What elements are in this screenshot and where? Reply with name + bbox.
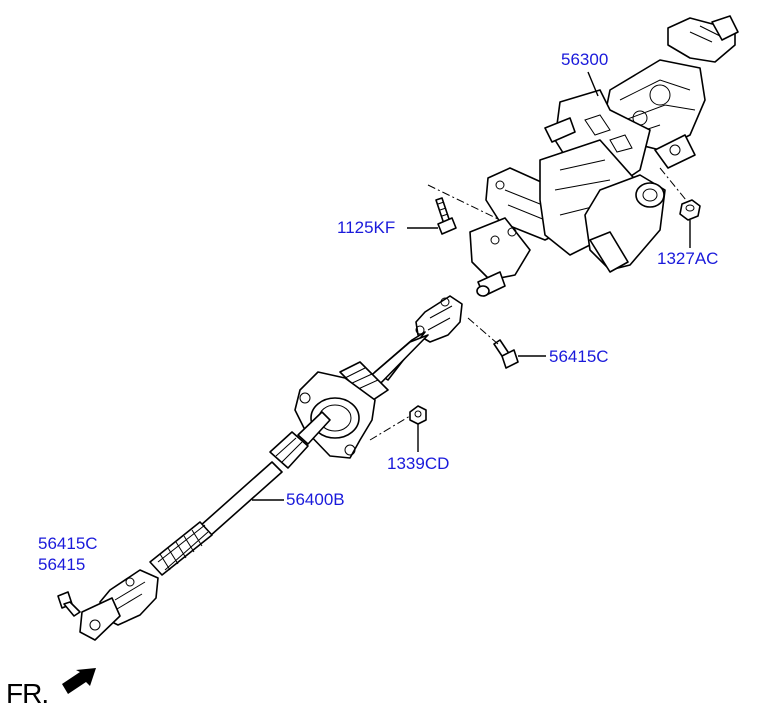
- leader-56300: [587, 71, 599, 97]
- label-bolt-upper-joint[interactable]: 56415C: [549, 347, 609, 366]
- bolt-56415c-upper[interactable]: [493, 339, 519, 369]
- alignment-line-dash-nut: [369, 415, 411, 441]
- label-bolt-lower-joint-b[interactable]: 56415: [38, 555, 86, 574]
- bolt-56415-lower[interactable]: [57, 591, 81, 617]
- alignment-line-bolt: [427, 184, 501, 221]
- label-nut-boot[interactable]: 1339CD: [387, 454, 450, 473]
- label-intermediate-shaft[interactable]: 56400B: [286, 490, 345, 509]
- label-bolt-column[interactable]: 1125KF: [337, 218, 396, 237]
- arrow-icon: [62, 668, 96, 694]
- intermediate-shaft[interactable]: [79, 295, 463, 641]
- label-bolt-lower-joint-a[interactable]: 56415C: [38, 534, 98, 553]
- nut-1339cd[interactable]: [409, 405, 427, 425]
- nut-1327ac[interactable]: [679, 199, 701, 221]
- alignment-line-nut: [659, 167, 687, 201]
- label-nut-column[interactable]: 1327AC: [657, 249, 719, 268]
- label-column-assembly[interactable]: 56300: [561, 50, 609, 69]
- front-direction-label: FR.: [6, 678, 49, 709]
- steering-column-assembly[interactable]: [469, 15, 739, 297]
- bolt-1125kf[interactable]: [435, 197, 457, 235]
- alignment-line-upper-joint: [467, 317, 499, 345]
